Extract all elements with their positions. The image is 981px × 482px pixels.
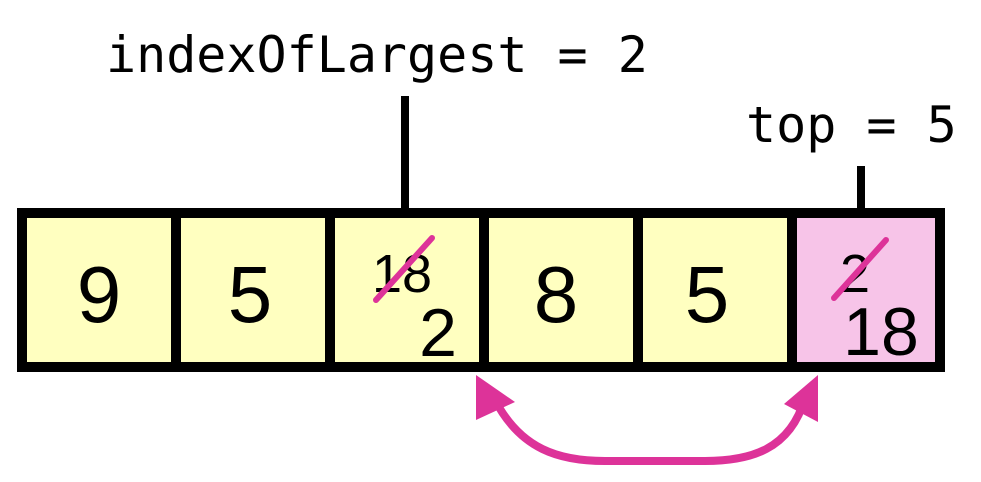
cell-4-value: 5 xyxy=(685,250,730,339)
array-cell-2 xyxy=(325,208,489,372)
cell-0-value: 9 xyxy=(77,250,122,339)
top-label: top = 5 xyxy=(746,96,957,154)
swap-arrow-curve xyxy=(490,396,809,465)
array-cell-3 xyxy=(479,208,643,372)
cell-2-strikethrough xyxy=(373,235,435,303)
cell-1-value: 5 xyxy=(228,250,273,339)
array-cell-5 xyxy=(787,208,945,372)
index-of-largest-label: indexOfLargest = 2 xyxy=(106,26,648,84)
cell-5-new-value: 18 xyxy=(843,294,919,370)
cell-2-new-value: 2 xyxy=(419,295,457,371)
swap-arrow-left-head xyxy=(476,375,515,420)
cell-3-value: 8 xyxy=(534,250,579,339)
cell-5-strikethrough xyxy=(831,237,889,301)
swap-arrow-right-head xyxy=(784,375,818,422)
